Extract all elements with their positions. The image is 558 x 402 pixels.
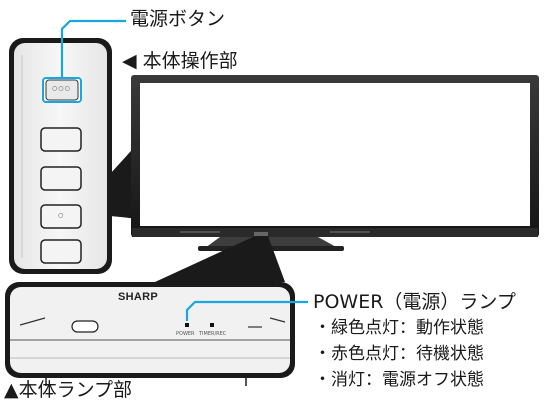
control-button (40, 127, 82, 152)
control-button-marked (40, 204, 82, 229)
power-lamp-leader (185, 300, 308, 321)
power-button-label: 電源ボタン (130, 8, 226, 30)
body-controls-label: ◀ 本体操作部 (122, 50, 238, 72)
lamp-state-red: ・赤色点灯：待機状態 (314, 344, 484, 364)
power-lamp-indicator (185, 323, 189, 327)
tv-lamp-area (254, 232, 268, 238)
lamp-zoom-connector (155, 236, 285, 282)
side-control-panel (9, 38, 112, 274)
side-panel-body (14, 43, 107, 269)
control-button (40, 239, 82, 264)
timer-lamp-indicator (210, 323, 214, 327)
tv-set (131, 75, 539, 251)
remote-sensor (71, 320, 99, 333)
control-button (40, 166, 82, 191)
power-lamp-label: POWER（電源）ランプ (313, 291, 516, 313)
power-lamp-text: POWER (176, 331, 195, 337)
brand-logo: SHARP (118, 291, 159, 303)
lamp-state-off: ・消灯：電源オフ状態 (314, 370, 484, 390)
lamp-panel-body (10, 287, 290, 373)
lamp-state-green: ・緑色点灯：動作状態 (314, 318, 484, 338)
power-button (45, 79, 79, 101)
small-button-mark: ○ (58, 212, 64, 219)
power-button-leader (60, 19, 126, 77)
body-lamp-label: ▲本体ランプ部 (4, 379, 133, 401)
lamp-panel (5, 282, 295, 386)
tv-screen (140, 83, 530, 226)
power-button-dots: ○○○ (52, 85, 71, 92)
timer-lamp-text: TIMER/REC (199, 331, 227, 337)
